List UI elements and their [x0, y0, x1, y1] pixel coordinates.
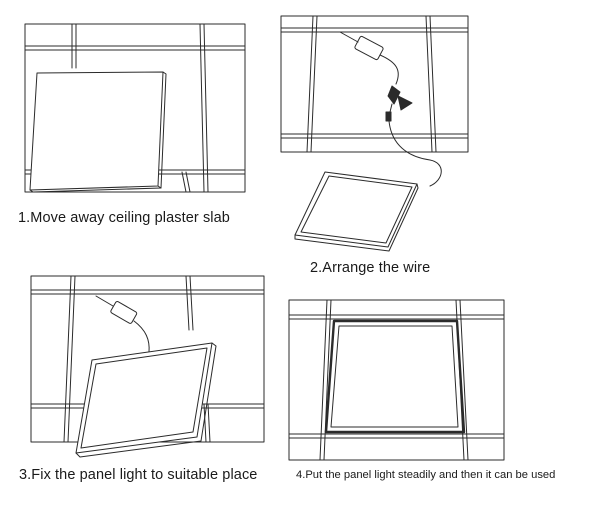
step-1-illustration [25, 24, 245, 192]
ceiling-grid [289, 300, 504, 460]
panel-light [76, 343, 216, 457]
step-3-caption: 3.Fix the panel light to suitable place [19, 467, 258, 483]
driver-wire [134, 321, 149, 352]
step-2-caption: 2.Arrange the wire [310, 260, 431, 276]
panel-wire [389, 121, 441, 186]
panel-light [326, 321, 464, 432]
ceiling-frame [281, 16, 468, 152]
ceiling-frame [25, 24, 245, 192]
step-4-illustration [289, 300, 504, 460]
driver-box [96, 296, 137, 324]
step-3-illustration [31, 276, 264, 457]
step-4-caption: 4.Put the panel light steadily and then … [296, 469, 556, 481]
ceiling-frame [289, 300, 504, 460]
panel-light [295, 172, 418, 251]
plaster-slab [30, 72, 166, 192]
driver-box [340, 32, 384, 60]
ceiling-grid [281, 16, 468, 152]
step-1-caption: 1.Move away ceiling plaster slab [18, 210, 230, 226]
driver-wire [380, 55, 398, 84]
wire-connector [386, 86, 412, 121]
step-2-illustration [281, 16, 468, 251]
